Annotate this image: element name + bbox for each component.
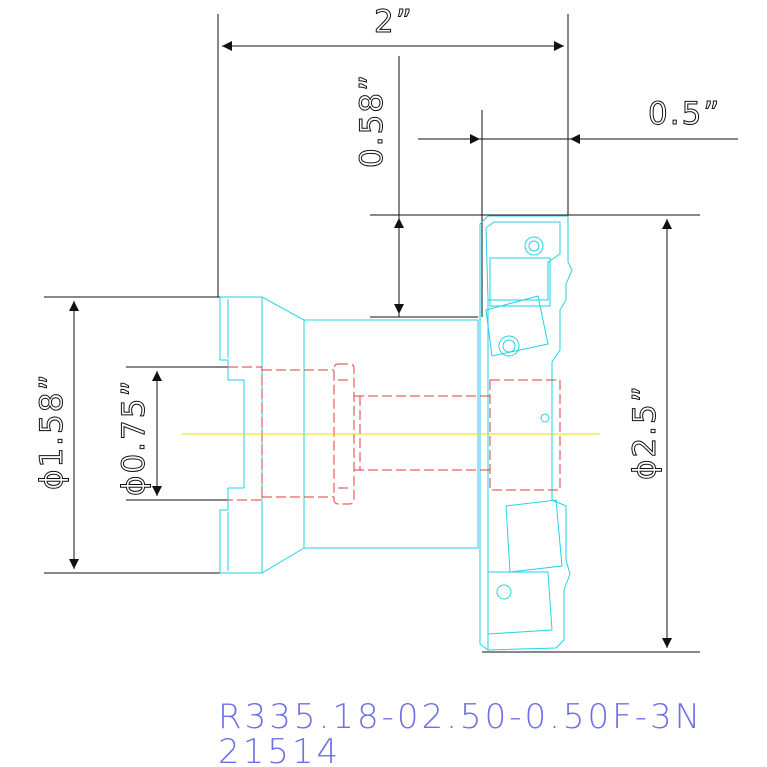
coolant-hole bbox=[540, 413, 550, 423]
insert-bottom bbox=[505, 499, 563, 573]
shank-profile bbox=[219, 296, 305, 574]
dim-label-shank-diameter: ϕ1.58” bbox=[34, 372, 70, 490]
clamp-screw-bottom bbox=[496, 584, 512, 600]
dim-label-insert-width: 0.5” bbox=[648, 96, 721, 132]
hidden-counterbore bbox=[489, 379, 561, 491]
dim-label-cutting-diameter: ϕ2.5” bbox=[627, 384, 663, 480]
catalog-number: 21514 bbox=[218, 732, 341, 767]
dim-label-thickness: 0.58” bbox=[354, 73, 390, 168]
clamp-screw-top bbox=[524, 236, 544, 256]
insert-top bbox=[485, 295, 549, 357]
dimension-lines bbox=[44, 14, 738, 653]
insert-pocket-bottom bbox=[487, 571, 553, 635]
dim-label-bore-diameter: ϕ0.75” bbox=[116, 378, 152, 496]
cutter-head-profile bbox=[479, 215, 573, 651]
part-number: R335.18-02.50-0.50F-3N bbox=[218, 697, 703, 737]
clamp-screw-top-inner bbox=[528, 240, 540, 252]
cutter-outline bbox=[219, 215, 573, 651]
cutter-head-inner bbox=[485, 221, 561, 301]
insert-screw bbox=[498, 335, 520, 357]
dim-label-overall-length: 2” bbox=[374, 4, 414, 40]
insert-pocket-top bbox=[489, 257, 551, 307]
insert-screw-inner bbox=[502, 339, 516, 353]
